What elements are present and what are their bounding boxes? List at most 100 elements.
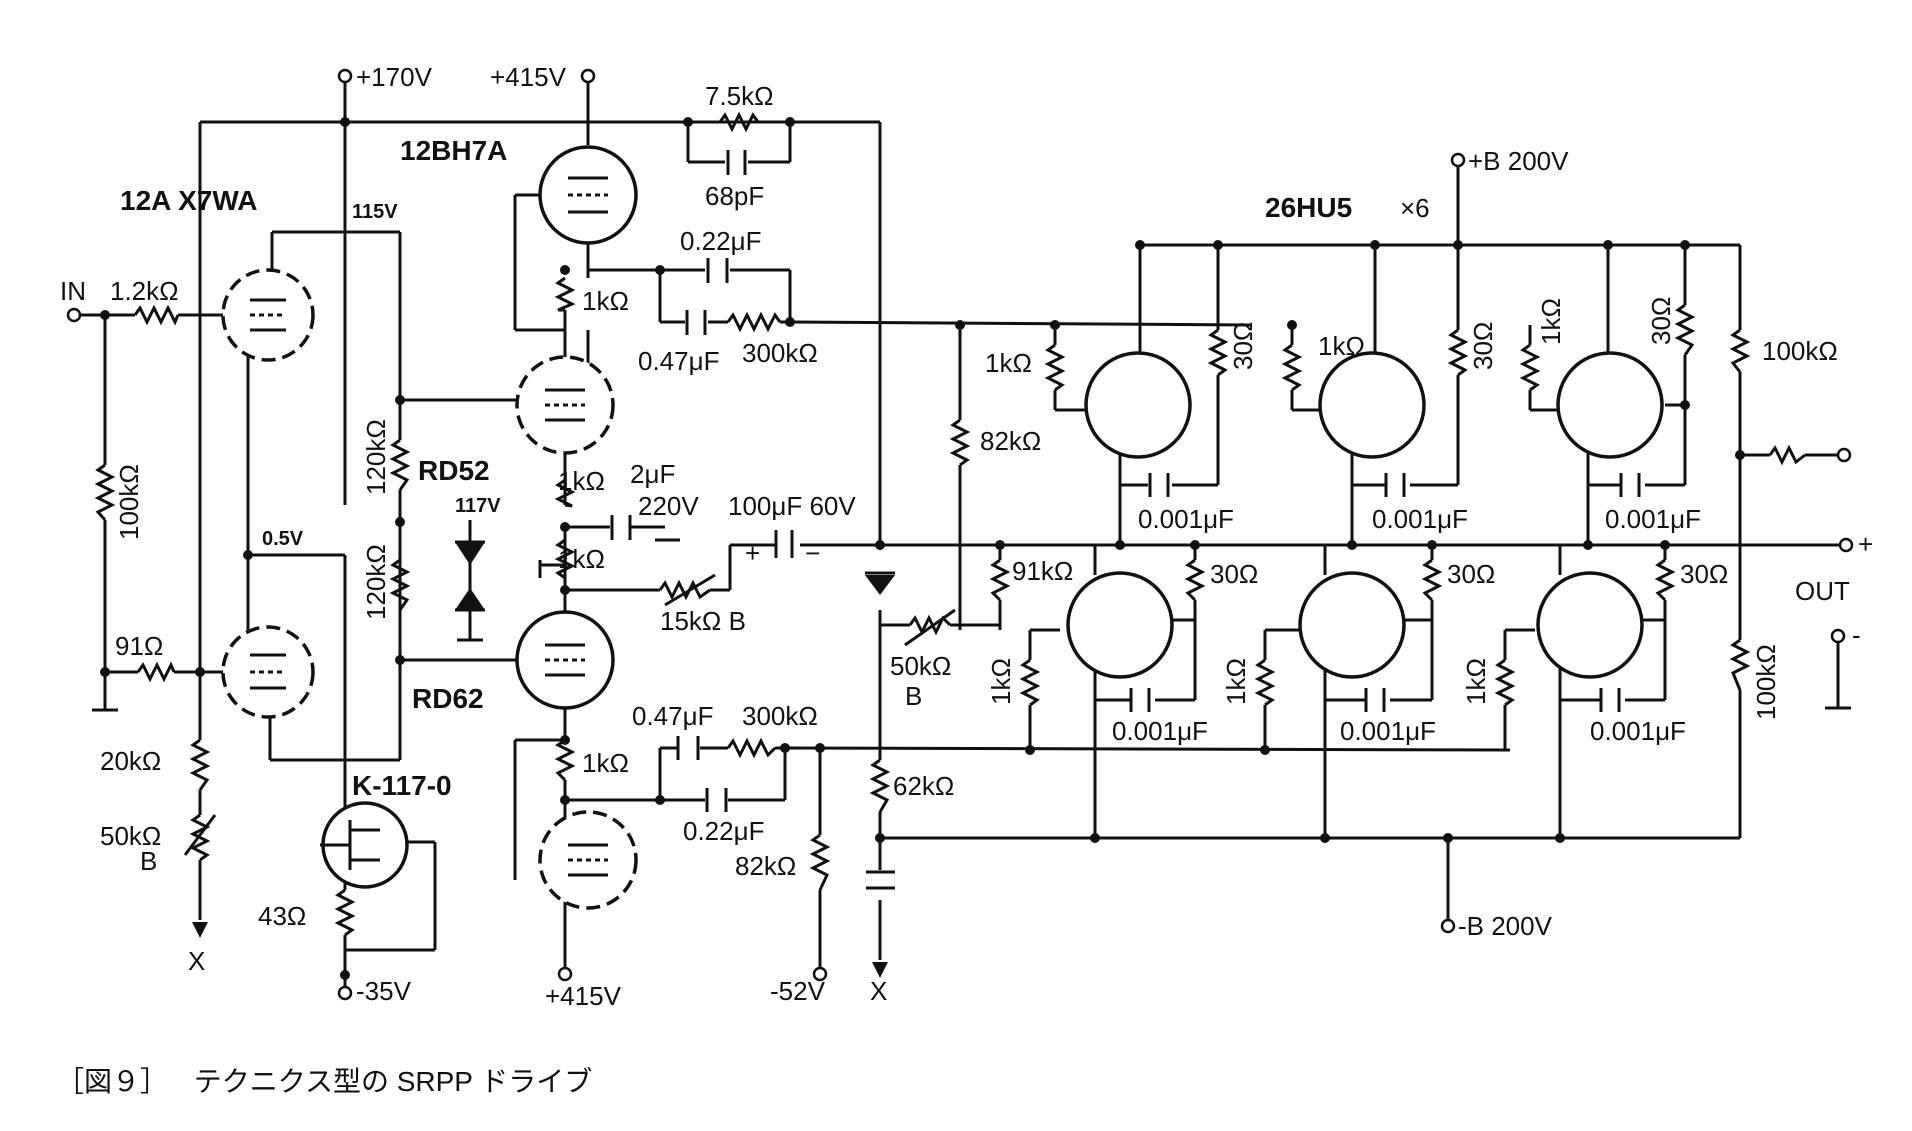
rail-label-b-pos: +B 200V bbox=[1468, 146, 1569, 176]
junction bbox=[683, 117, 693, 127]
voltage-117v: 117V bbox=[455, 495, 501, 517]
value-c-001-u2: 0.001μF bbox=[1372, 504, 1468, 534]
junction bbox=[1680, 240, 1690, 250]
resistor-82k-mid bbox=[949, 418, 971, 467]
resistor-30-u1 bbox=[1207, 328, 1229, 377]
value-c-2u-voltage: 220V bbox=[638, 491, 699, 521]
junction bbox=[560, 522, 570, 532]
cap-polarity-plus: + bbox=[745, 538, 760, 568]
junction bbox=[1370, 240, 1380, 250]
driver-tubes bbox=[221, 145, 638, 910]
diode-label-rd52: RD52 bbox=[418, 455, 490, 486]
upper-unit-1 bbox=[1053, 245, 1220, 545]
lower-unit-2 bbox=[1263, 545, 1434, 838]
resistor-1k-u1 bbox=[1044, 343, 1066, 392]
junction bbox=[1135, 240, 1145, 250]
value-c-047-bot: 0.47μF bbox=[632, 701, 713, 731]
resistor-30-l3 bbox=[1654, 558, 1676, 602]
junction bbox=[560, 735, 570, 745]
resistor-7k5 bbox=[718, 111, 760, 133]
value-c-001-l3: 0.001μF bbox=[1590, 716, 1686, 746]
output-terminal-plus bbox=[1838, 537, 1854, 553]
junction bbox=[995, 540, 1005, 550]
terminal-170v bbox=[337, 68, 353, 84]
junction bbox=[955, 320, 965, 330]
rail-label-neg35v: -35V bbox=[356, 976, 412, 1006]
value-r-120k-a: 120kΩ bbox=[361, 419, 391, 495]
terminal-out-series bbox=[1836, 447, 1852, 463]
value-r-1k-a: 1kΩ bbox=[582, 286, 629, 316]
junction bbox=[1555, 833, 1565, 843]
junction bbox=[243, 550, 253, 560]
junction bbox=[195, 667, 205, 677]
resistor-1k-c bbox=[554, 538, 576, 580]
junction bbox=[1347, 540, 1357, 550]
diode-label-rd62: RD62 bbox=[412, 683, 484, 714]
value-r-1k-l3: 1kΩ bbox=[1461, 658, 1491, 705]
grounds bbox=[92, 538, 1851, 712]
tube-26hu5-upper-3 bbox=[1556, 351, 1664, 459]
resistor-30-u2 bbox=[1447, 328, 1469, 377]
resistor-91k bbox=[989, 558, 1011, 602]
upper-unit-2 bbox=[1290, 245, 1460, 545]
rail-label-415v-bottom: +415V bbox=[545, 981, 622, 1011]
resistor-100k-out-b bbox=[1729, 638, 1751, 691]
junction bbox=[1603, 240, 1613, 250]
resistor-out-series bbox=[1768, 444, 1806, 466]
output-stage bbox=[1028, 245, 1687, 838]
terminal-b-neg bbox=[1440, 918, 1456, 934]
value-c-001-u1: 0.001μF bbox=[1138, 504, 1234, 534]
junction bbox=[785, 117, 795, 127]
junction bbox=[1115, 540, 1125, 550]
labels: 12A X7WA 12BH7A 26HU5 ×6 K-117-0 RD52 RD… bbox=[60, 62, 1873, 1011]
resistor-1k-u2 bbox=[1281, 343, 1303, 392]
label-out-plus: + bbox=[1858, 529, 1873, 559]
value-r-7k5: 7.5kΩ bbox=[705, 81, 774, 111]
resistor-30-l2 bbox=[1421, 558, 1443, 602]
value-r-1k-l2: 1kΩ bbox=[1221, 658, 1251, 705]
value-r-100k-out-a: 100kΩ bbox=[1762, 336, 1838, 366]
resistor-91 bbox=[136, 661, 176, 683]
tube-label-12bh7: 12BH7A bbox=[400, 135, 507, 166]
resistor-1k-b bbox=[554, 478, 576, 508]
arrow-down-icon bbox=[192, 922, 208, 938]
value-pot-50k-left: 50kΩ bbox=[100, 821, 161, 851]
junction bbox=[1190, 540, 1200, 550]
rail-label-415v-top: +415V bbox=[490, 62, 567, 92]
value-r-30-u2: 30Ω bbox=[1468, 322, 1498, 370]
resistor-1k-d bbox=[554, 738, 576, 782]
resistor-30-l1 bbox=[1184, 558, 1206, 602]
label-pot-b-left: B bbox=[140, 846, 157, 876]
figure-number: ［図９］ bbox=[56, 1066, 169, 1097]
voltage-05v: 0.5V bbox=[262, 528, 304, 550]
label-x-right: X bbox=[870, 976, 887, 1006]
value-c-047-top: 0.47μF bbox=[638, 346, 719, 376]
value-r-82k-mid: 82kΩ bbox=[980, 426, 1041, 456]
resistor-1k-a bbox=[554, 276, 576, 312]
value-r-1k-u3: 1kΩ bbox=[1536, 298, 1566, 345]
label-out: OUT bbox=[1795, 576, 1850, 606]
resistor-20k bbox=[189, 738, 211, 791]
value-r-20k: 20kΩ bbox=[100, 746, 161, 776]
resistor-300k-top bbox=[726, 311, 782, 333]
upper-unit-3 bbox=[1528, 245, 1687, 545]
value-r-30-l1: 30Ω bbox=[1210, 559, 1258, 589]
cap-polarity-minus: − bbox=[805, 538, 820, 568]
tube-26hu5-lower-1 bbox=[1066, 571, 1174, 679]
pot-15k bbox=[658, 579, 711, 601]
junction bbox=[1213, 240, 1223, 250]
terminal-b-pos bbox=[1450, 152, 1466, 168]
pot-15k-arrow bbox=[664, 573, 716, 607]
value-r-1k-c: 1kΩ bbox=[558, 544, 605, 574]
tube-26hu5-lower-3 bbox=[1536, 571, 1644, 679]
tube-26hu5-upper-2 bbox=[1318, 351, 1426, 459]
resistors bbox=[94, 111, 1806, 937]
value-r-30-l2: 30Ω bbox=[1447, 559, 1495, 589]
value-c-100u: 100μF 60V bbox=[728, 491, 856, 521]
label-x-left: X bbox=[188, 946, 205, 976]
junction bbox=[1287, 320, 1297, 330]
value-c-022-top: 0.22μF bbox=[680, 226, 761, 256]
value-r-in: 1.2kΩ bbox=[110, 276, 179, 306]
junction bbox=[1427, 540, 1437, 550]
label-out-minus: - bbox=[1852, 620, 1861, 650]
